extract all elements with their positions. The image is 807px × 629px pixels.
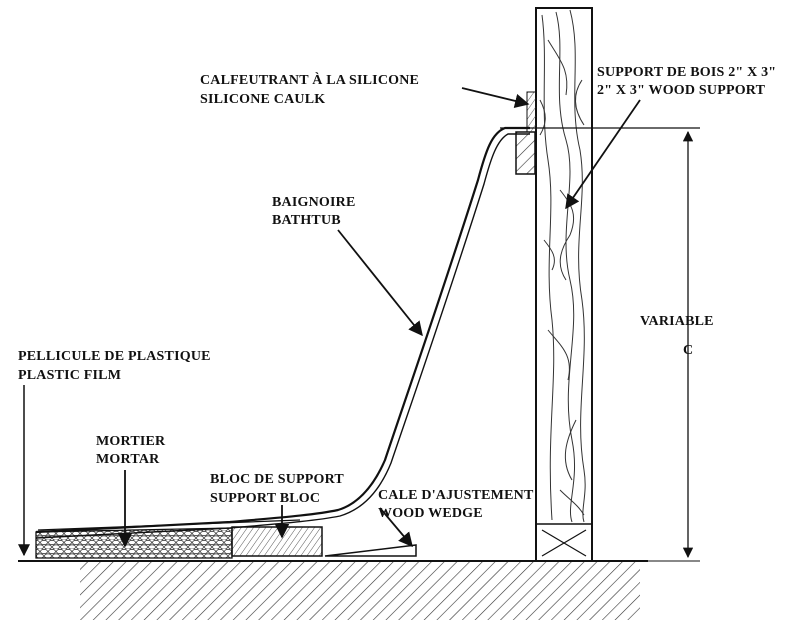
label-wedge-en: WOOD WEDGE [378, 506, 483, 521]
label-support-en: 2" X 3" WOOD SUPPORT [597, 83, 766, 98]
label-bloc-en: SUPPORT BLOC [210, 491, 320, 506]
label-mortar-fr: MORTIER [96, 434, 166, 449]
wood-support-block [515, 131, 536, 175]
wall-stud [535, 7, 593, 562]
arrow-wood-support [565, 99, 641, 210]
label-mortar-en: MORTAR [96, 452, 160, 467]
label-caulk-fr: CALFEUTRANT À LA SILICONE [200, 71, 419, 88]
label-bathtub-en: BATHTUB [272, 213, 341, 228]
bathtub-profile-inner [35, 133, 530, 539]
bathtub-profile [35, 126, 530, 534]
support-bloc [231, 526, 323, 557]
dimension-variable-c [592, 130, 700, 562]
arrow-bathtub [337, 229, 423, 337]
wood-wedge [324, 544, 417, 557]
label-bathtub-fr: BAIGNOIRE [272, 195, 355, 210]
ground-hatch [80, 562, 640, 620]
label-variable: VARIABLE [640, 314, 714, 329]
label-wedge-fr: CALE D'AJUSTEMENT [378, 488, 534, 503]
silicone-caulk-bead [526, 91, 537, 133]
arrow-wood-wedge [379, 507, 413, 548]
label-support-fr: SUPPORT DE BOIS 2" X 3" [597, 65, 776, 80]
label-film-en: PLASTIC FILM [18, 368, 121, 383]
arrow-silicone-caulk [461, 87, 530, 108]
label-variable-c: C [683, 343, 693, 358]
label-bloc-fr: BLOC DE SUPPORT [210, 472, 344, 487]
label-caulk-en: SILICONE CAULK [200, 92, 325, 107]
label-film-fr: PELLICULE DE PLASTIQUE [18, 349, 211, 364]
